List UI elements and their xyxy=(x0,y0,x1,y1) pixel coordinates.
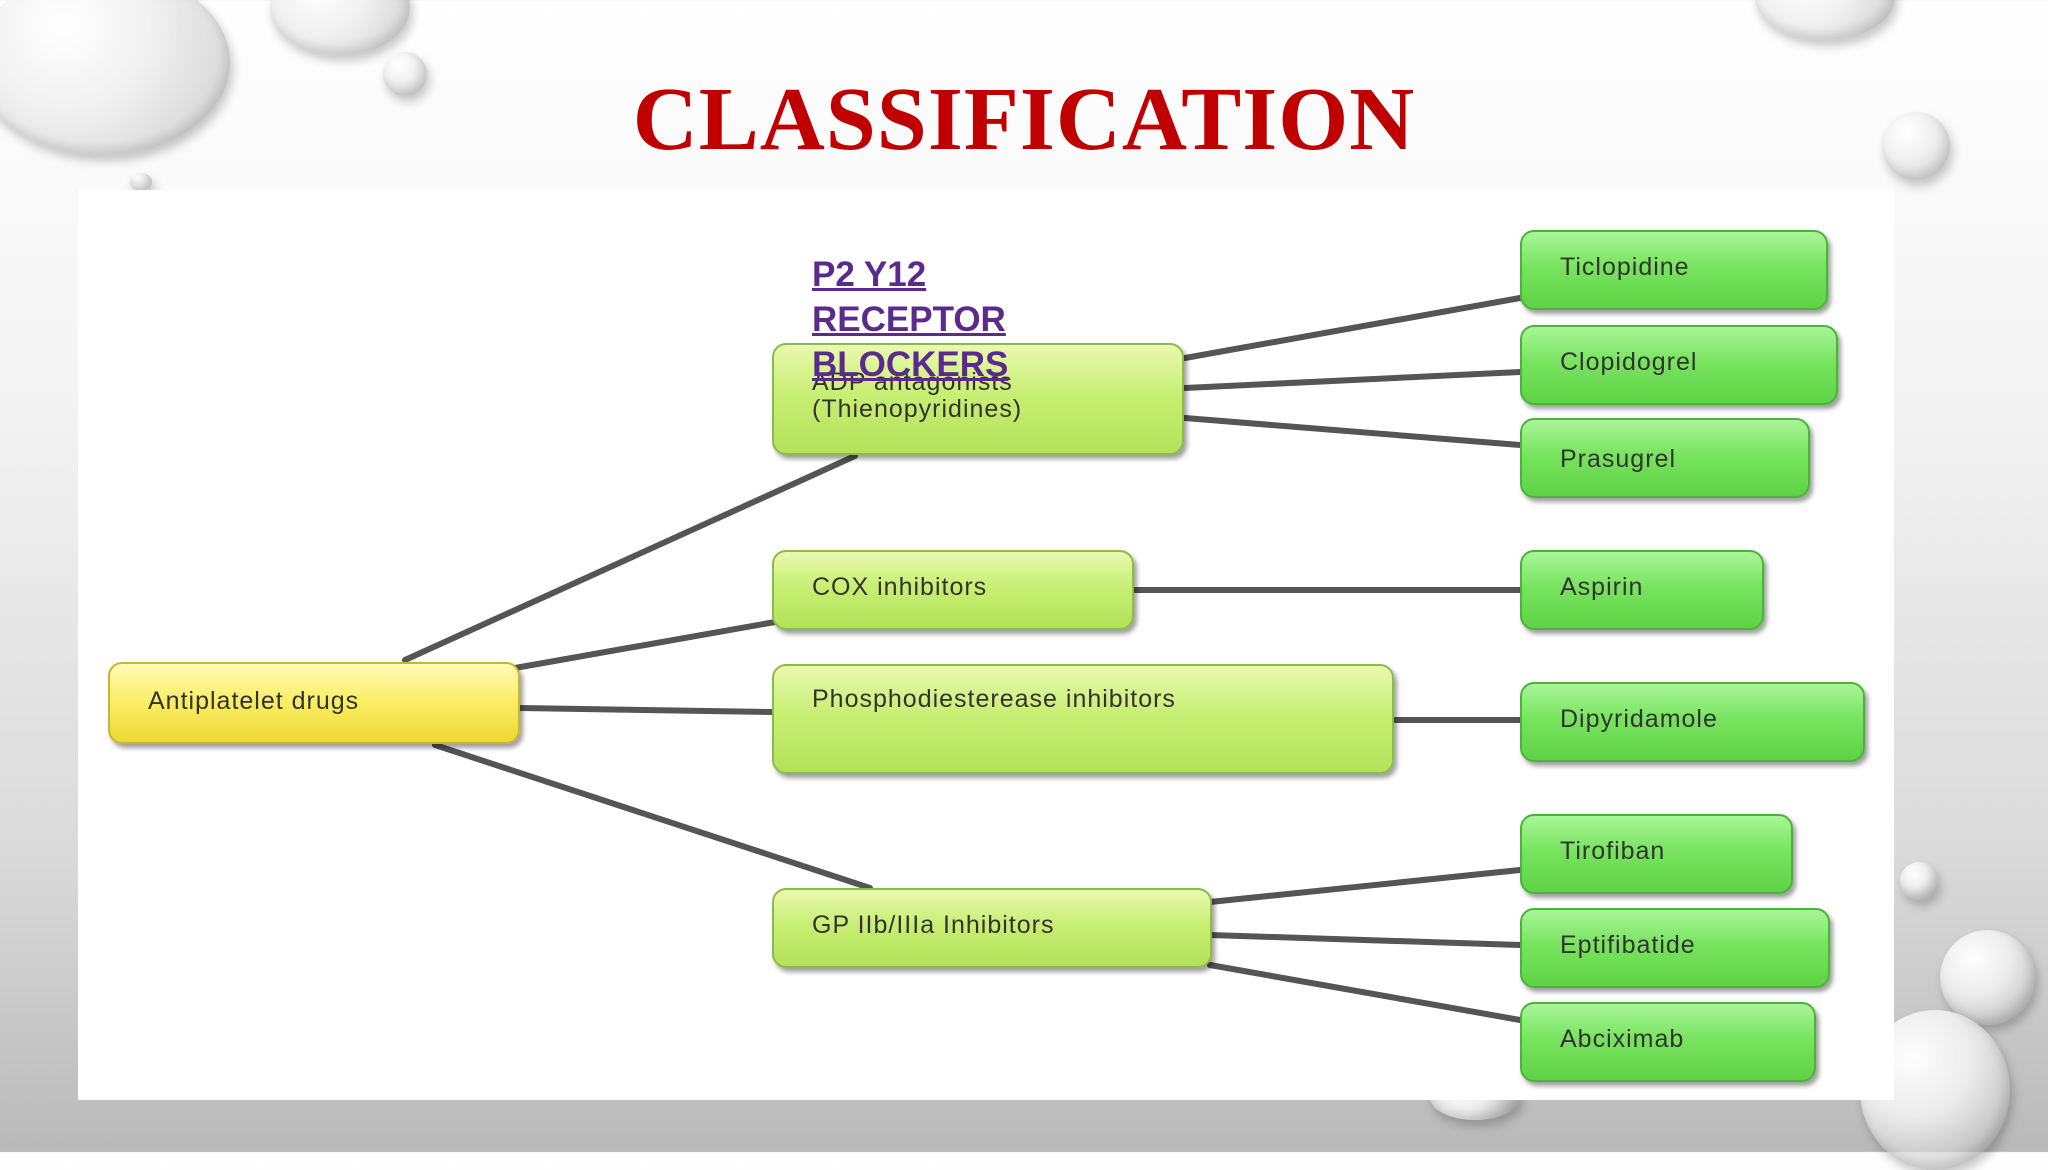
connector-adp-ticlopidine xyxy=(1182,295,1523,361)
connector-root-gp xyxy=(432,742,873,891)
drug-node-aspirin: Aspirin xyxy=(1520,550,1764,630)
class-node-gp-iib-iiia-inhibitors: GP IIb/IIIa Inhibitors xyxy=(772,888,1212,968)
drug-node-tirofiban: Tirofiban xyxy=(1520,814,1793,894)
water-drop-decoration xyxy=(1940,930,2035,1025)
class-node-adp-antagonists: ADP antagonists (Thienopyridines) xyxy=(772,343,1184,455)
drug-node-abciximab: Abciximab xyxy=(1520,1002,1816,1082)
connector-adp-clopidogrel xyxy=(1182,369,1523,391)
connector-gp-tirofiban xyxy=(1207,867,1523,905)
water-drop-decoration xyxy=(1882,112,1950,180)
slide-title: CLASSIFICATION xyxy=(632,70,1416,169)
drug-node-clopidogrel: Clopidogrel xyxy=(1520,325,1838,405)
root-node-antiplatelet-drugs: Antiplatelet drugs xyxy=(108,662,520,744)
connector-root-adp xyxy=(402,453,858,663)
water-drop-decoration xyxy=(130,173,152,191)
p2y12-receptor-blockers-link[interactable]: P2 Y12 RECEPTOR BLOCKERS xyxy=(812,255,1009,384)
class-node-cox-inhibitors: COX inhibitors xyxy=(772,550,1134,630)
water-drop-decoration xyxy=(1900,862,1938,900)
connector-gp-abciximab xyxy=(1207,962,1523,1023)
drug-node-dipyridamole: Dipyridamole xyxy=(1520,682,1865,762)
water-drop-decoration xyxy=(383,52,427,96)
connector-root-cox xyxy=(512,619,778,671)
connector-adp-prasugrel xyxy=(1182,415,1523,448)
connector-root-pde xyxy=(517,705,775,715)
drug-node-ticlopidine: Ticlopidine xyxy=(1520,230,1828,310)
drug-node-prasugrel: Prasugrel xyxy=(1520,418,1810,498)
connector-gp-eptifibatide xyxy=(1207,932,1523,948)
drug-node-eptifibatide: Eptifibatide xyxy=(1520,908,1830,988)
class-node-phosphodiesterase-inhibitors: Phosphodiesterease inhibitors xyxy=(772,664,1394,774)
